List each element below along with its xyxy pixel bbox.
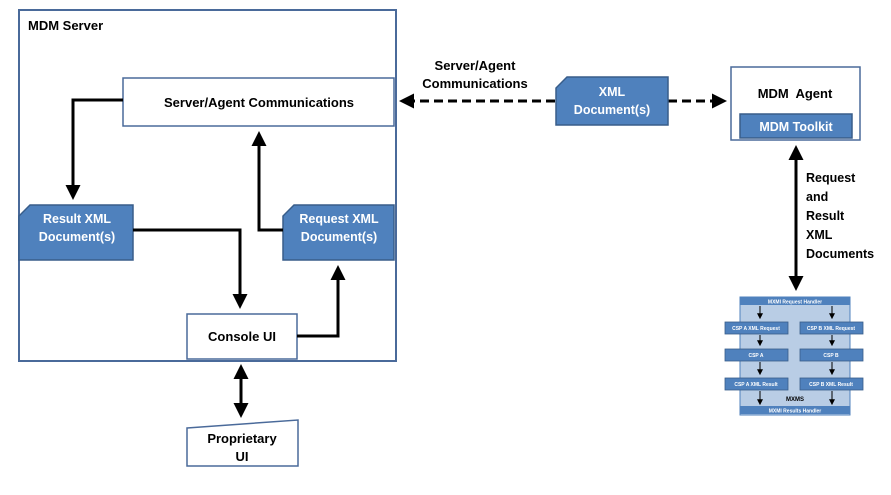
csp-b-result-box xyxy=(799,377,864,391)
request-result-line2: and xyxy=(806,190,828,204)
arrow-console-to-request xyxy=(297,265,346,338)
proprietary-ui-box xyxy=(186,419,299,467)
csp-a-request-box xyxy=(724,321,789,335)
request-result-line4: XML xyxy=(806,228,833,242)
xml-document xyxy=(555,76,669,126)
request-result-line3: Result xyxy=(806,209,845,223)
mxms-request-handler-label: MXMl Request Handler xyxy=(768,300,822,306)
mdm-toolkit-label: MDM Toolkit xyxy=(759,120,833,134)
csp-b-label: CSP B xyxy=(823,353,839,359)
server-agent-comms-label: Server/Agent Communications xyxy=(164,95,354,110)
csp-b-request-label: CSP B XML Request xyxy=(807,326,855,332)
mdm-toolkit-box xyxy=(739,113,853,139)
csp-a-request-label: CSP A XML Request xyxy=(732,326,780,332)
csp-b-result-label: CSP B XML Result xyxy=(809,382,853,388)
csp-a-label: CSP A xyxy=(748,353,763,359)
request-xml-label-line1: Request XML xyxy=(299,212,379,226)
mxms-request-handler xyxy=(740,297,850,305)
result-xml-document xyxy=(18,204,134,261)
csp-a-result-label: CSP A XML Result xyxy=(734,382,778,388)
csp-b-box xyxy=(799,348,864,362)
mdm-server-title: MDM Server xyxy=(28,18,103,33)
proprietary-ui-line2: UI xyxy=(236,449,249,464)
console-ui-label: Console UI xyxy=(208,329,276,344)
channel-label-line1: Server/Agent xyxy=(435,58,517,73)
mxms-diagram: MXMl Request Handler CSP A XML Request C… xyxy=(724,296,864,416)
mxms-results-handler-label: MXMl Results Handler xyxy=(769,409,822,415)
request-xml-label-line2: Document(s) xyxy=(301,230,377,244)
proprietary-ui-line1: Proprietary xyxy=(207,431,277,446)
mxms-name: MXMS xyxy=(786,397,804,403)
server-agent-comms-box xyxy=(122,77,395,127)
arrow-comms-to-result xyxy=(65,98,123,200)
xml-document-line2: Document(s) xyxy=(574,103,650,117)
csp-b-request-box xyxy=(799,321,864,335)
mdm-agent-title: MDM Agent xyxy=(758,86,833,101)
arrow-request-to-comms xyxy=(251,131,283,232)
channel-label-line2: Communications xyxy=(422,76,527,91)
mxms-results-handler xyxy=(740,406,850,414)
request-result-line5: Documents xyxy=(806,247,874,261)
xml-document-line1: XML xyxy=(599,85,626,99)
result-xml-label-line2: Document(s) xyxy=(39,230,115,244)
arrow-result-to-console xyxy=(133,228,248,309)
request-xml-document xyxy=(282,204,395,261)
request-result-line1: Request xyxy=(806,171,856,185)
mdm-server-box xyxy=(18,9,397,362)
csp-a-box xyxy=(724,348,789,362)
csp-a-result-box xyxy=(724,377,789,391)
result-xml-label-line1: Result XML xyxy=(43,212,111,226)
